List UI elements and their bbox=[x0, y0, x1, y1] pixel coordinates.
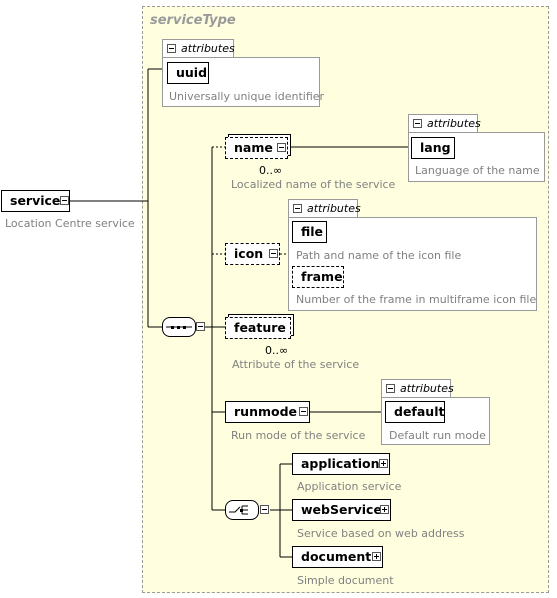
collapse-icon[interactable] bbox=[386, 384, 395, 393]
application-description: Application service bbox=[297, 480, 402, 493]
name-occurrence: 0..∞ bbox=[259, 164, 283, 177]
choice-icon bbox=[229, 505, 248, 515]
collapse-icon[interactable] bbox=[260, 505, 269, 514]
type-title: serviceType bbox=[150, 13, 236, 28]
collapse-icon[interactable] bbox=[413, 119, 422, 128]
sequence-compositor[interactable] bbox=[162, 317, 196, 337]
default-attribute[interactable]: default bbox=[385, 401, 445, 423]
collapse-icon[interactable] bbox=[277, 143, 286, 152]
frame-description: Number of the frame in multiframe icon f… bbox=[296, 293, 537, 306]
collapse-icon[interactable] bbox=[269, 249, 278, 258]
feature-occurrence: 0..∞ bbox=[265, 344, 289, 357]
file-attribute[interactable]: file bbox=[292, 221, 327, 243]
application-element[interactable]: application bbox=[292, 453, 390, 475]
feature-label: feature bbox=[234, 320, 286, 335]
service-element[interactable]: service bbox=[1, 190, 70, 212]
icon-element[interactable]: icon bbox=[225, 243, 280, 265]
service-label: service bbox=[10, 193, 61, 208]
runmode-description: Run mode of the service bbox=[231, 429, 366, 442]
name-label: name bbox=[234, 140, 273, 155]
collapse-icon[interactable] bbox=[293, 204, 302, 213]
choice-compositor[interactable] bbox=[225, 500, 259, 520]
application-label: application bbox=[301, 456, 380, 471]
attributes-tab-type[interactable]: attributes bbox=[162, 39, 235, 58]
attributes-label: attributes bbox=[181, 42, 235, 55]
lang-label: lang bbox=[420, 140, 451, 155]
collapse-icon[interactable] bbox=[167, 44, 176, 53]
webservice-label: webService bbox=[301, 502, 382, 517]
uuid-description: Universally unique identifier bbox=[169, 90, 325, 103]
lang-description: Language of the name bbox=[415, 164, 540, 177]
collapse-icon[interactable] bbox=[60, 196, 69, 205]
expand-icon[interactable] bbox=[379, 459, 388, 468]
attributes-group-icon bbox=[288, 217, 537, 311]
document-element[interactable]: document bbox=[292, 546, 383, 568]
feature-element[interactable]: feature bbox=[225, 317, 291, 339]
uuid-label: uuid bbox=[176, 65, 208, 80]
expand-icon[interactable] bbox=[380, 505, 389, 514]
collapse-icon[interactable] bbox=[299, 407, 308, 416]
feature-description: Attribute of the service bbox=[232, 358, 360, 371]
attributes-tab-name[interactable]: attributes bbox=[408, 114, 481, 133]
frame-attribute[interactable]: frame bbox=[292, 266, 344, 288]
webservice-description: Service based on web address bbox=[297, 527, 465, 540]
attributes-label: attributes bbox=[307, 202, 361, 215]
uuid-attribute[interactable]: uuid bbox=[167, 62, 209, 84]
attributes-tab-icon[interactable]: attributes bbox=[288, 199, 361, 218]
sequence-icon bbox=[166, 326, 192, 329]
default-label: default bbox=[394, 404, 445, 419]
runmode-element[interactable]: runmode bbox=[225, 401, 310, 423]
frame-label: frame bbox=[301, 269, 343, 284]
attributes-tab-runmode[interactable]: attributes bbox=[381, 379, 454, 398]
lang-attribute[interactable]: lang bbox=[411, 137, 455, 159]
service-description: Location Centre service bbox=[5, 217, 135, 230]
document-label: document bbox=[301, 549, 372, 564]
expand-icon[interactable] bbox=[372, 552, 381, 561]
file-label: file bbox=[301, 224, 324, 239]
file-description: Path and name of the icon file bbox=[296, 249, 462, 262]
name-element[interactable]: name bbox=[225, 137, 288, 159]
document-description: Simple document bbox=[297, 574, 394, 587]
attributes-label: attributes bbox=[427, 117, 481, 130]
name-description: Localized name of the service bbox=[231, 178, 396, 191]
collapse-icon[interactable] bbox=[196, 322, 205, 331]
runmode-label: runmode bbox=[234, 404, 298, 419]
webservice-element[interactable]: webService bbox=[292, 499, 391, 521]
attributes-label: attributes bbox=[400, 382, 454, 395]
default-description: Default run mode bbox=[389, 429, 486, 442]
icon-label: icon bbox=[234, 246, 264, 261]
